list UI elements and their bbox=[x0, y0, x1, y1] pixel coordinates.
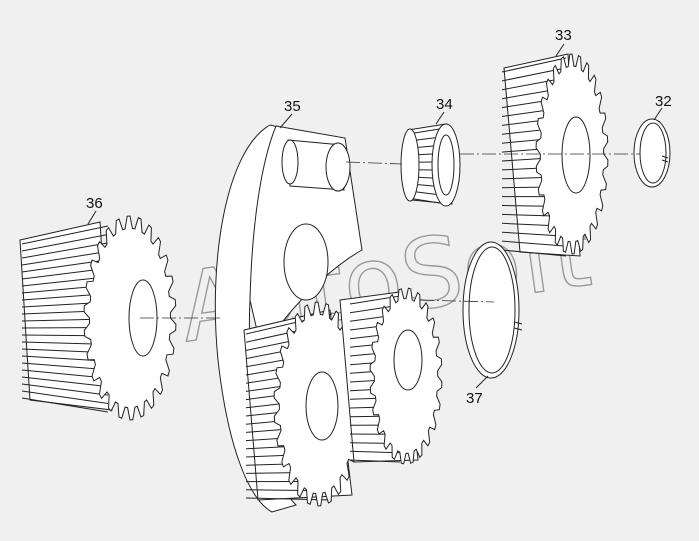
label-part-37: 37 bbox=[466, 390, 483, 407]
label-part-36: 36 bbox=[86, 195, 103, 212]
label-part-34: 34 bbox=[436, 96, 453, 113]
label-part-32: 32 bbox=[655, 93, 672, 110]
part-37-ring bbox=[462, 241, 523, 379]
leader-lines bbox=[87, 43, 663, 389]
label-part-33: 33 bbox=[555, 27, 572, 44]
part-35-pinion-lower bbox=[243, 301, 363, 507]
part-35-hub bbox=[281, 139, 351, 192]
part-labels: 36 35 34 33 32 37 bbox=[86, 27, 672, 407]
centre-lines bbox=[140, 153, 640, 319]
part-36-gear bbox=[19, 215, 177, 421]
part-34-bearing bbox=[400, 123, 461, 207]
part-35-pinion-middle bbox=[339, 287, 443, 465]
part-33-gear bbox=[501, 53, 609, 257]
part-35-hole-upper bbox=[283, 223, 329, 301]
part-32-ring bbox=[633, 118, 671, 188]
label-part-35: 35 bbox=[284, 98, 301, 115]
part-35-carrier bbox=[214, 124, 443, 513]
